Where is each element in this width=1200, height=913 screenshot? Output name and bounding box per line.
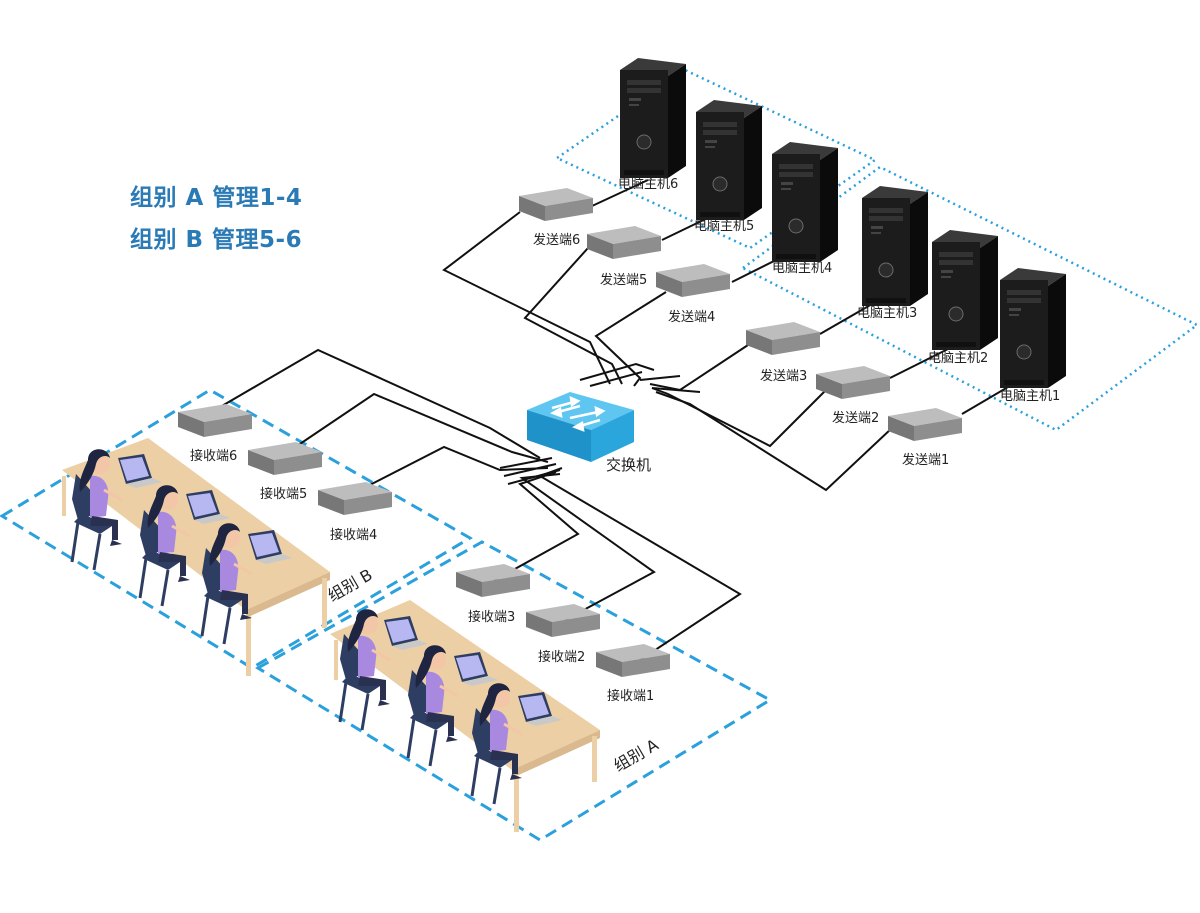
host-label-4: 电脑主机4 xyxy=(772,261,832,276)
cable-sender-6 xyxy=(442,211,611,385)
link-host2-sender2 xyxy=(889,345,955,379)
cable-sender-2 xyxy=(651,385,831,448)
legend-group-a: 组别 A 管理1-4 xyxy=(130,185,303,211)
cable-sender-4 xyxy=(594,291,667,387)
cable-receiver-6 xyxy=(214,348,541,459)
receiver-label-3: 接收端3 xyxy=(468,609,515,625)
host-label-1: 电脑主机1 xyxy=(1000,389,1060,404)
desk-group-a xyxy=(330,600,600,832)
cable-sender-3 xyxy=(649,344,749,392)
sender-box-2 xyxy=(816,366,890,399)
receiver-box-2 xyxy=(526,604,600,637)
tower-3 xyxy=(861,185,929,307)
sender-box-3 xyxy=(746,322,820,355)
legend-group-b: 组别 B 管理5-6 xyxy=(130,227,303,253)
receiver-label-1: 接收端1 xyxy=(607,688,654,704)
switch-arrows-icon xyxy=(550,395,606,432)
tower-4 xyxy=(771,141,839,263)
cable-receiver-4 xyxy=(359,445,549,491)
host-label-3: 电脑主机3 xyxy=(857,306,917,321)
cables xyxy=(214,179,1021,661)
sender-label-1: 发送端1 xyxy=(902,452,949,468)
hosts xyxy=(619,57,1067,389)
sender-box-5 xyxy=(587,226,661,259)
receiver-box-3 xyxy=(456,564,530,597)
receiver-label-6: 接收端6 xyxy=(190,448,237,464)
tower-5 xyxy=(695,99,763,221)
receiver-label-5: 接收端5 xyxy=(260,486,307,502)
receiver-label-2: 接收端2 xyxy=(538,649,585,665)
network-switch xyxy=(527,392,634,462)
outline-group-a xyxy=(255,540,773,842)
receiver-box-5 xyxy=(248,442,322,475)
sender-label-6: 发送端6 xyxy=(533,232,580,248)
group-a-label: 组别 A xyxy=(611,735,662,775)
desk-group-b xyxy=(62,438,330,676)
sender-box-4 xyxy=(656,264,730,297)
tower-6 xyxy=(619,57,687,179)
sender-box-6 xyxy=(519,188,593,221)
switch-label: 交换机 xyxy=(606,456,651,474)
cable-sender-1 xyxy=(655,391,893,492)
cable-receiver-5 xyxy=(287,392,549,463)
sender-label-4: 发送端4 xyxy=(668,309,715,325)
host-label-5: 电脑主机5 xyxy=(694,219,754,234)
tower-1 xyxy=(999,267,1067,389)
receiver-box-6 xyxy=(178,404,252,437)
sender-box-1 xyxy=(888,408,962,441)
group-b-label: 组别 B xyxy=(325,565,376,605)
outline-group-b xyxy=(0,388,473,670)
outline-hosts-1-4 xyxy=(740,165,1200,432)
sender-label-3: 发送端3 xyxy=(760,368,807,384)
host-label-2: 电脑主机2 xyxy=(928,351,988,366)
link-host6-sender6 xyxy=(591,179,649,207)
cable-receiver-2 xyxy=(519,473,656,621)
cable-receiver-3 xyxy=(494,471,580,581)
receiver-label-4: 接收端4 xyxy=(330,527,377,543)
receiver-box-1 xyxy=(596,644,670,677)
sender-label-5: 发送端5 xyxy=(600,272,647,288)
cable-sender-5 xyxy=(523,247,623,385)
host-label-6: 电脑主机6 xyxy=(618,177,678,192)
tower-2 xyxy=(931,229,999,351)
sender-label-2: 发送端2 xyxy=(832,410,879,426)
